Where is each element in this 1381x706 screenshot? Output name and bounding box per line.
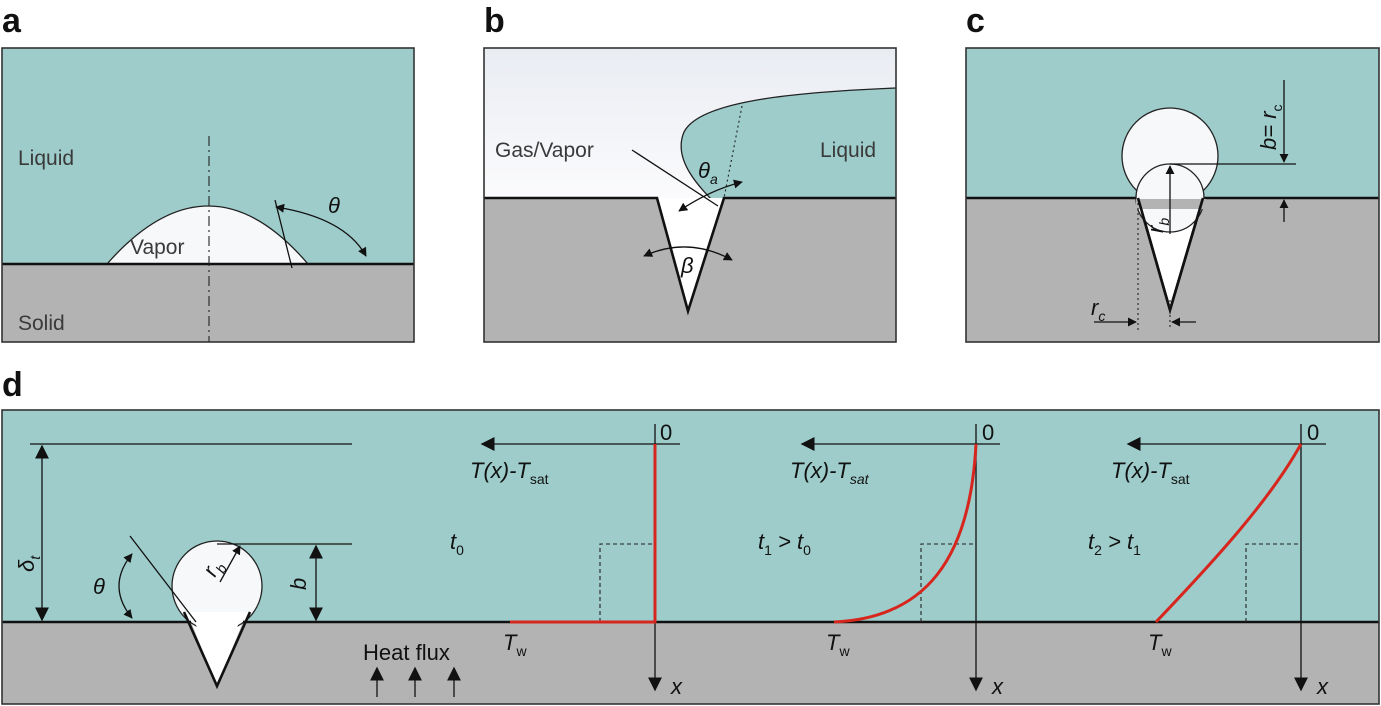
- panel-c-frame: [965, 47, 1380, 343]
- cavity-walls: [182, 611, 252, 690]
- solid-region: [2, 264, 414, 342]
- panel-b-frame: [483, 47, 897, 343]
- liquid-region: [681, 88, 896, 206]
- surface-with-cavity: [484, 196, 896, 316]
- x-axis-label: x: [670, 674, 683, 699]
- wall-temp-label: Tw: [826, 630, 850, 659]
- temp-profile-t0: 0 x T(x)-Tsat t0 Tw: [450, 420, 683, 699]
- temperature-label: T(x)-Tsat: [790, 458, 870, 487]
- liquid-label: Liquid: [18, 147, 74, 170]
- contact-angle-arc: [275, 203, 367, 257]
- b-equals-rc-label: b= rc: [1256, 104, 1285, 150]
- panel-a-frame: [1, 47, 415, 343]
- bubble-mask: [1136, 199, 1206, 209]
- x-axis-label: x: [991, 674, 1004, 699]
- gas-vapor-label: Gas/Vapor: [495, 139, 594, 162]
- panel-a-label: a: [2, 2, 22, 40]
- panel-c-label: c: [966, 2, 985, 40]
- contact-angle-label: θ: [328, 193, 340, 218]
- tangent-line: [129, 535, 197, 623]
- origin-label: 0: [1307, 420, 1319, 445]
- wall-temp-label: Tw: [1148, 630, 1172, 659]
- bubble-neck: [181, 612, 253, 686]
- layer-guide: [599, 543, 655, 622]
- heat-flux-label: Heat flux: [363, 640, 450, 665]
- contact-angle-label: θ: [93, 574, 105, 599]
- temperature-label: T(x)-Tsat: [470, 458, 549, 487]
- wall-temp-label: Tw: [503, 630, 527, 659]
- wall-extension: [723, 105, 743, 199]
- panel-a: a Liquid Vapor Solid θ: [1, 2, 415, 343]
- liquid-label: Liquid: [820, 139, 876, 162]
- x-axis-label: x: [1316, 674, 1329, 699]
- panel-b-label: b: [484, 2, 505, 40]
- advancing-angle-label: θa: [698, 158, 718, 187]
- temp-profile-t1: 0 x T(x)-Tsat t1 > t0 Tw: [758, 420, 1004, 699]
- temperature-profile-curve: [510, 444, 657, 624]
- rb-arrow: [219, 545, 241, 583]
- rc-label: rc: [1091, 295, 1105, 324]
- cone-angle-arc: [643, 246, 733, 261]
- advancing-angle-arc: [678, 179, 743, 212]
- rb-label: rb: [1143, 218, 1172, 233]
- panel-c: c b= rc rb rc: [965, 2, 1380, 343]
- solid-label: Solid: [18, 312, 65, 335]
- vapor-label: Vapor: [130, 236, 184, 259]
- layer-guide: [920, 543, 976, 622]
- time-label: t2 > t1: [1088, 529, 1141, 558]
- layer-guide: [1245, 543, 1301, 622]
- panel-b: b Gas/Vapor Liquid θa β: [483, 2, 897, 343]
- contact-angle-arc: [118, 553, 133, 619]
- b-label: b: [286, 578, 311, 590]
- temperature-profile-curve: [1154, 443, 1303, 624]
- temperature-label: T(x)-Tsat: [1111, 458, 1190, 487]
- origin-label: 0: [982, 420, 994, 445]
- temp-profile-t2: 0 x T(x)-Tsat t2 > t1 Tw: [1088, 420, 1329, 699]
- temperature-profile-curve: [833, 443, 978, 624]
- origin-label: 0: [660, 420, 672, 445]
- time-label: t0: [450, 529, 464, 558]
- panel-d-label: d: [2, 366, 23, 404]
- panel-d-frame: [1, 409, 1380, 705]
- time-label: t1 > t0: [758, 529, 811, 558]
- panel-d: d δt b θ rb Heat flux 0 x T(x)-Tsat: [1, 366, 1380, 705]
- delta-t-label: δt: [14, 555, 43, 572]
- cone-angle-label: β: [680, 253, 694, 278]
